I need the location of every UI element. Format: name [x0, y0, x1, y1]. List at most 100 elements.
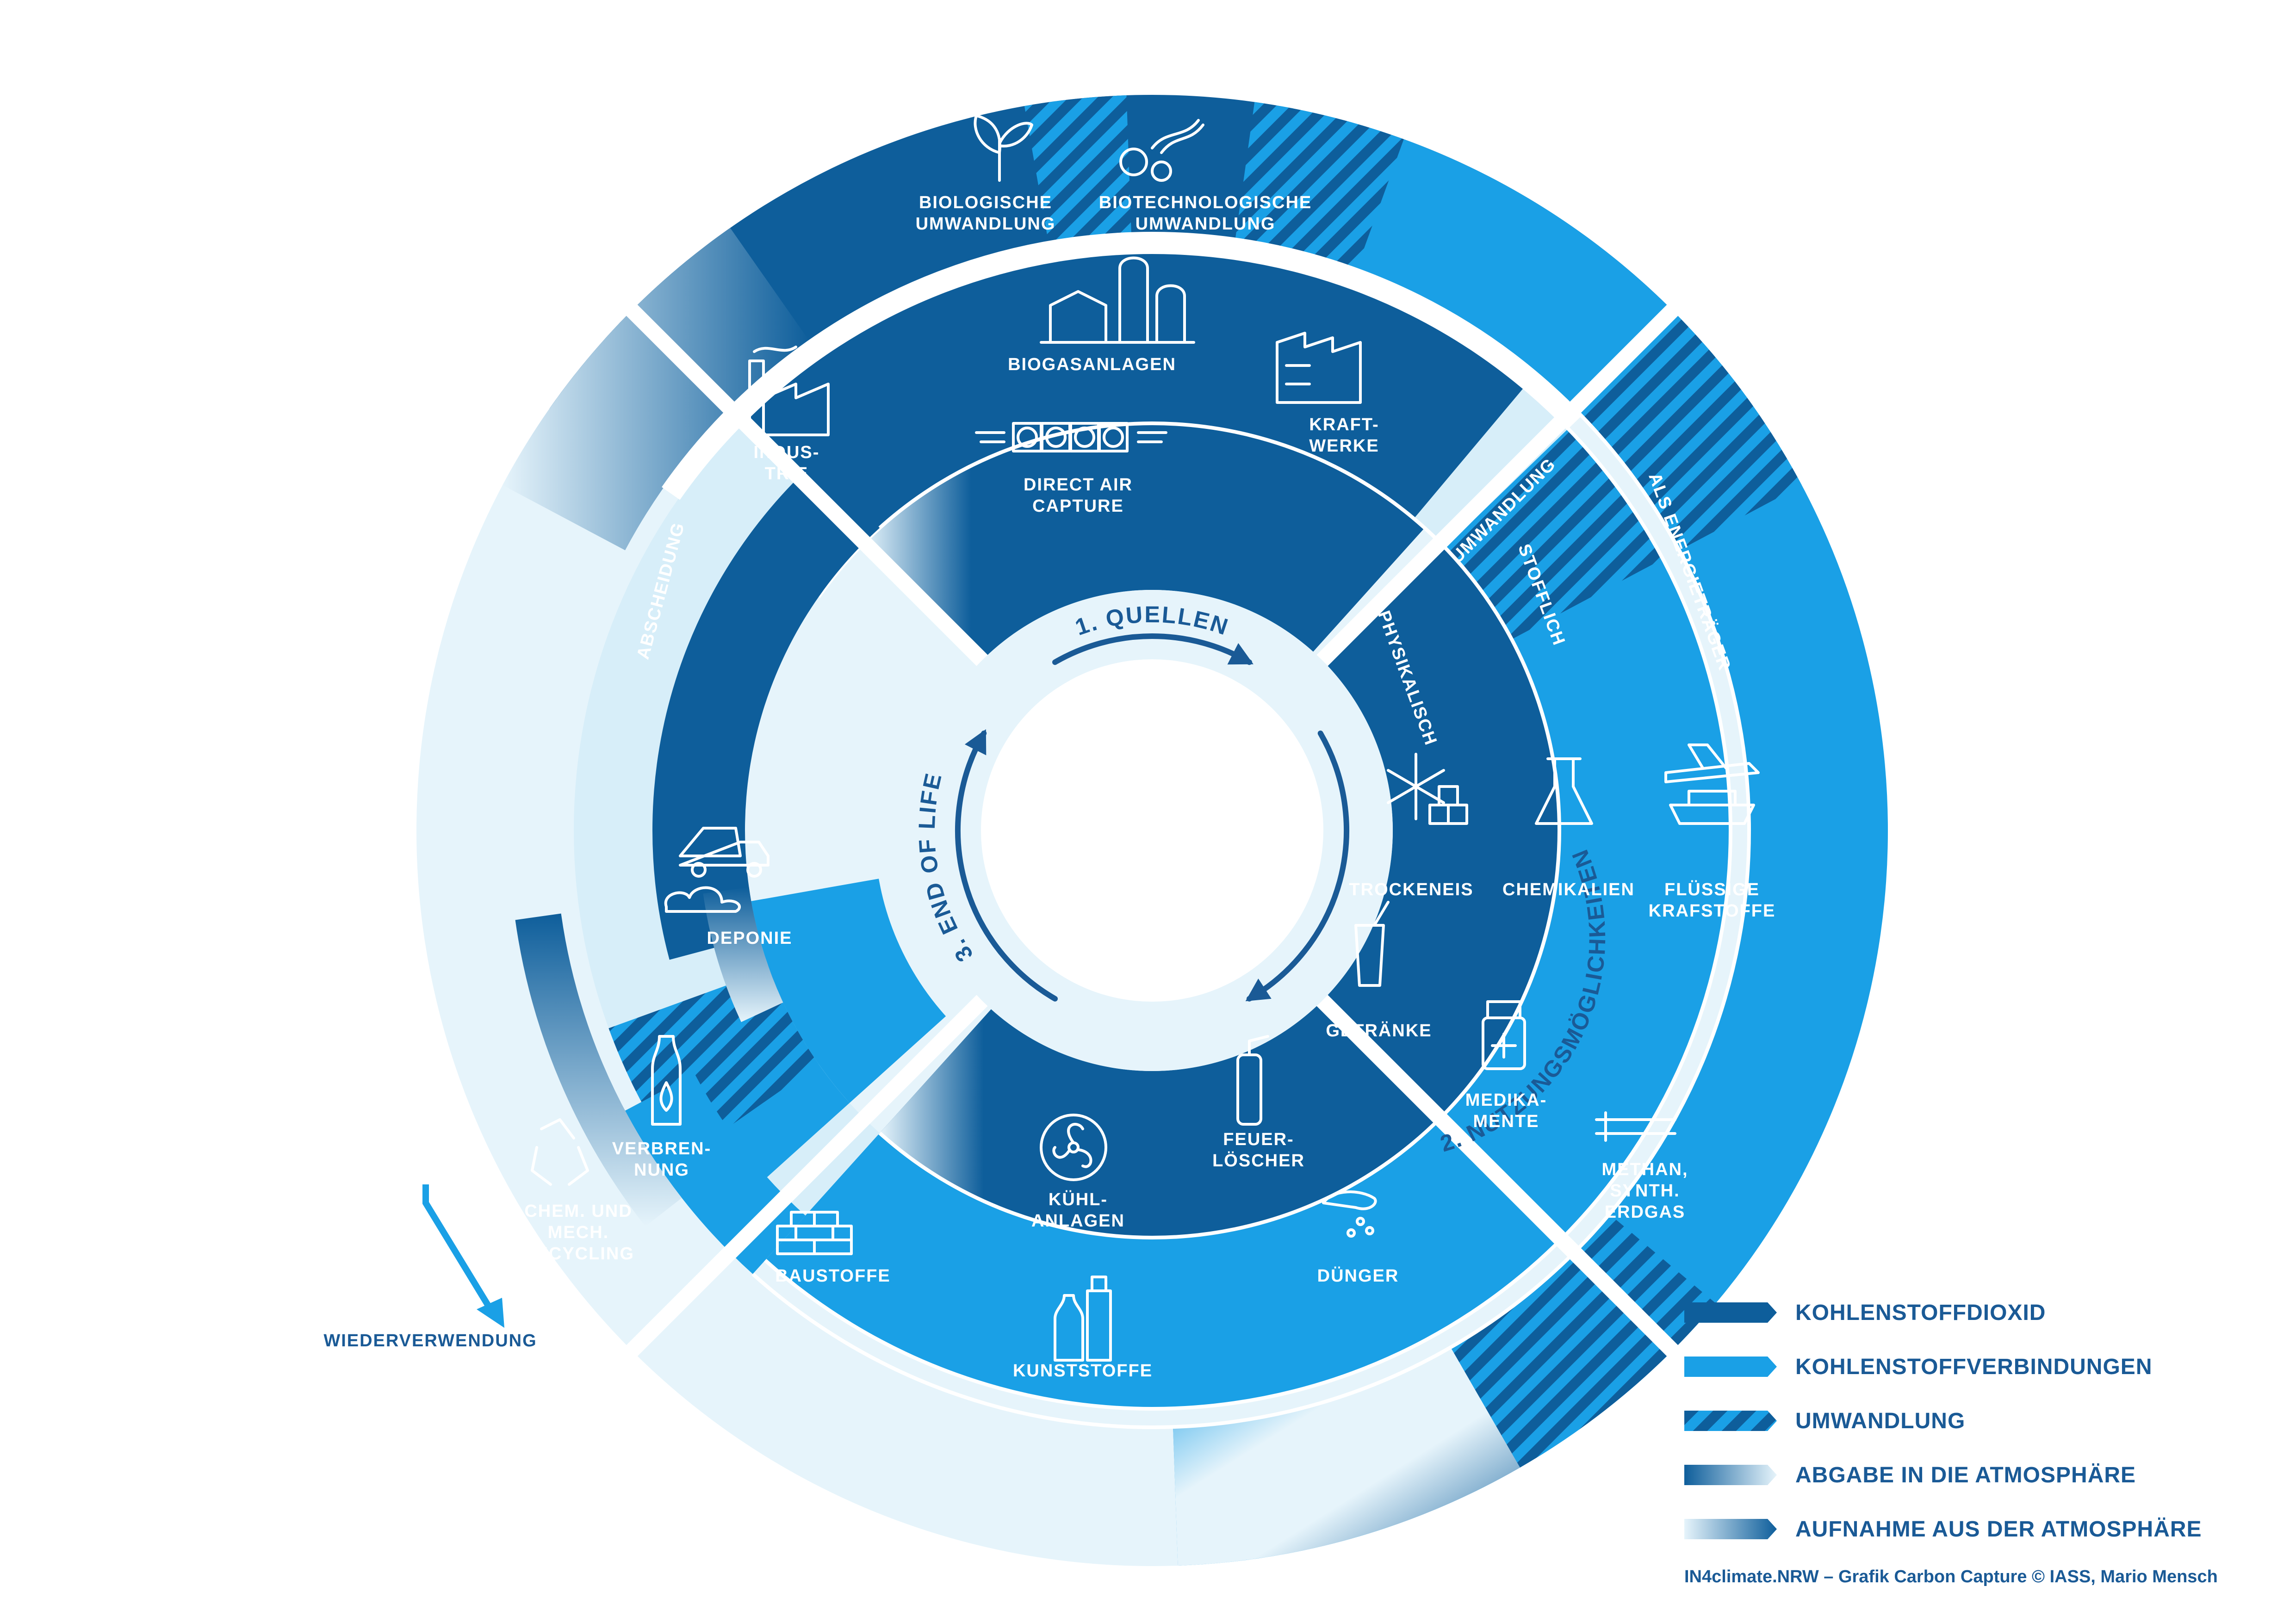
dac-fans-icon: [975, 422, 1167, 452]
label-recycling-line-2: RECYCLING: [522, 1244, 634, 1264]
reuse-arrow: [422, 1184, 493, 1311]
biogas-plant-icon: [1040, 256, 1195, 344]
cycle-arrow-uses-head: [1245, 979, 1272, 1002]
flask-icon: [1535, 757, 1593, 825]
label-medicine-line-1: MENTE: [1473, 1112, 1539, 1131]
label-recycling-line-0: CHEM. UND: [524, 1202, 632, 1221]
label-fuels: FLÜSSIGE KRAFSTOFFE: [1649, 880, 1776, 921]
divider-bottom-left: [616, 955, 1027, 1366]
fan-icon: [1040, 1114, 1107, 1181]
bricks-icon: [776, 1211, 853, 1255]
label-biological: BIOLOGISCHE UMWANDLUNG: [916, 193, 1056, 234]
outer-top-stripes-b: [1024, 95, 1131, 243]
fire-bottle-icon: [651, 1035, 682, 1126]
label-medicine: MEDIKA-MENTE: [1465, 1090, 1547, 1131]
label-biotech-line-1: UMWANDLUNG: [1136, 214, 1276, 234]
label-dac-line-0: DIRECT AIR: [1024, 475, 1133, 495]
label-methane-line-1: SYNTH.: [1610, 1181, 1680, 1201]
abscheidung-fade: [703, 887, 783, 1022]
cycle-arrow-sources: [1052, 633, 1252, 665]
glass-icon: [1354, 901, 1390, 987]
label-biogas-line-0: BIOGASANLAGEN: [1008, 355, 1176, 374]
label-methane-line-2: ERDGAS: [1605, 1202, 1686, 1222]
abscheidung-band: [652, 459, 880, 960]
cycle-arrow-sources-head: [1227, 643, 1253, 665]
label-dry-ice-line-0: TROCKENEIS: [1349, 880, 1473, 899]
label-methane-line-0: METHAN,: [1601, 1160, 1688, 1179]
label-industry-line-1: TRIE: [765, 464, 809, 483]
legend-label-3: ABGABE IN DIE ATMOSPHÄRE: [1795, 1463, 2136, 1487]
label-fuels-line-1: KRAFSTOFFE: [1649, 901, 1776, 921]
label-power-plants-line-1: WERKE: [1309, 436, 1379, 456]
bottles-icon: [1054, 1276, 1112, 1362]
pipe-icon: [1595, 1111, 1676, 1142]
divider-bottom-right: [1277, 955, 1688, 1366]
label-incineration-line-0: VERBREN-: [612, 1139, 711, 1158]
label-power-plants: KRAFT- WERKE: [1309, 415, 1379, 456]
label-incineration-line-1: NUNG: [634, 1160, 689, 1180]
label-extinguisher-line-1: LÖSCHER: [1212, 1151, 1305, 1171]
legend-swatch-2: [1684, 1411, 1777, 1431]
label-biogas: BIOGASANLAGEN: [1008, 355, 1176, 374]
legend-label-1: KOHLENSTOFFVERBINDUNGEN: [1795, 1355, 2152, 1379]
cycle-arrow-eol-head: [964, 729, 987, 756]
icons-layer: [531, 114, 1760, 1362]
label-fertilizer: DÜNGER: [1317, 1266, 1399, 1286]
outer-top-gap: [663, 233, 1582, 499]
legend: KOHLENSTOFFDIOXID KOHLENSTOFFVERBINDUNGEN…: [1684, 1301, 2218, 1586]
label-reuse: WIEDERVERWENDUNG: [323, 1331, 537, 1350]
outer-right-stripes: [1581, 319, 1802, 551]
plane-ship-icon: [1664, 743, 1760, 825]
legend-label-4: AUFNAHME AUS DER ATMOSPHÄRE: [1795, 1517, 2202, 1542]
label-biological-line-1: UMWANDLUNG: [916, 214, 1056, 234]
outer-right-stripes-low: [1451, 1214, 1716, 1468]
legend-swatch-3: [1684, 1465, 1777, 1485]
gear-dna-icon: [1119, 119, 1204, 182]
cycle-arrow-eol: [955, 731, 1058, 1002]
label-extinguisher: FEUER- LÖSCHER: [1212, 1130, 1305, 1171]
label-industry: INDUS- TRIE: [754, 443, 820, 483]
outer-left-fade: [515, 913, 682, 1227]
label-dry-ice: TROCKENEIS: [1349, 880, 1473, 899]
recycle-icon: [531, 1118, 589, 1186]
truck-icon: [664, 827, 769, 913]
label-drinks: GETRÄNKE: [1326, 1021, 1432, 1041]
outer-top-stripes: [1235, 102, 1404, 270]
label-cooling-line-1: ANLAGEN: [1031, 1211, 1125, 1231]
medicine-icon: [1482, 1000, 1526, 1070]
industry-icon: [748, 346, 830, 436]
label-building-line-0: BAUSTOFFE: [775, 1266, 891, 1286]
label-cooling-line-0: KÜHL-: [1049, 1189, 1108, 1209]
cycle-arrow-uses: [1247, 731, 1349, 1002]
snowflake-icon: [1387, 753, 1468, 825]
outer-right-compounds: [1173, 319, 1888, 1566]
label-landfill-line-0: DEPONIE: [707, 929, 792, 948]
legend-label-0: KOHLENSTOFFDIOXID: [1795, 1301, 2046, 1325]
label-chemicals: CHEMIKALIEN: [1502, 880, 1635, 899]
label-power-plants-line-0: KRAFT-: [1309, 415, 1379, 434]
label-cooling: KÜHL-ANLAGEN: [1031, 1189, 1125, 1231]
label-industry-line-0: INDUS-: [754, 443, 820, 462]
label-fuels-line-0: FLÜSSIGE: [1664, 880, 1760, 899]
label-building: BAUSTOFFE: [775, 1266, 891, 1286]
power-plant-icon: [1276, 332, 1362, 404]
extinguisher-icon: [1236, 1035, 1269, 1126]
middle-right-stripes: [1445, 428, 1663, 639]
label-recycling-line-1: MECH.: [548, 1223, 609, 1242]
label-landfill: DEPONIE: [707, 929, 792, 948]
label-drinks-line-0: GETRÄNKE: [1326, 1021, 1432, 1041]
label-dac-line-1: CAPTURE: [1032, 496, 1124, 516]
label-recycling: CHEM. UND MECH. RECYCLING: [522, 1202, 634, 1264]
label-reuse-line-0: WIEDERVERWENDUNG: [323, 1331, 537, 1350]
legend-swatch-4: [1684, 1519, 1777, 1539]
label-extinguisher-line-0: FEUER-: [1223, 1130, 1294, 1149]
outer-right-fade: [1173, 1347, 1520, 1566]
quadrant-dividers: [616, 295, 1688, 1366]
divider-top-right: [1277, 295, 1688, 706]
label-biological-line-0: BIOLOGISCHE: [919, 193, 1052, 212]
middle-top-co2: [743, 252, 1524, 543]
fertilizer-icon: [1322, 1190, 1377, 1238]
